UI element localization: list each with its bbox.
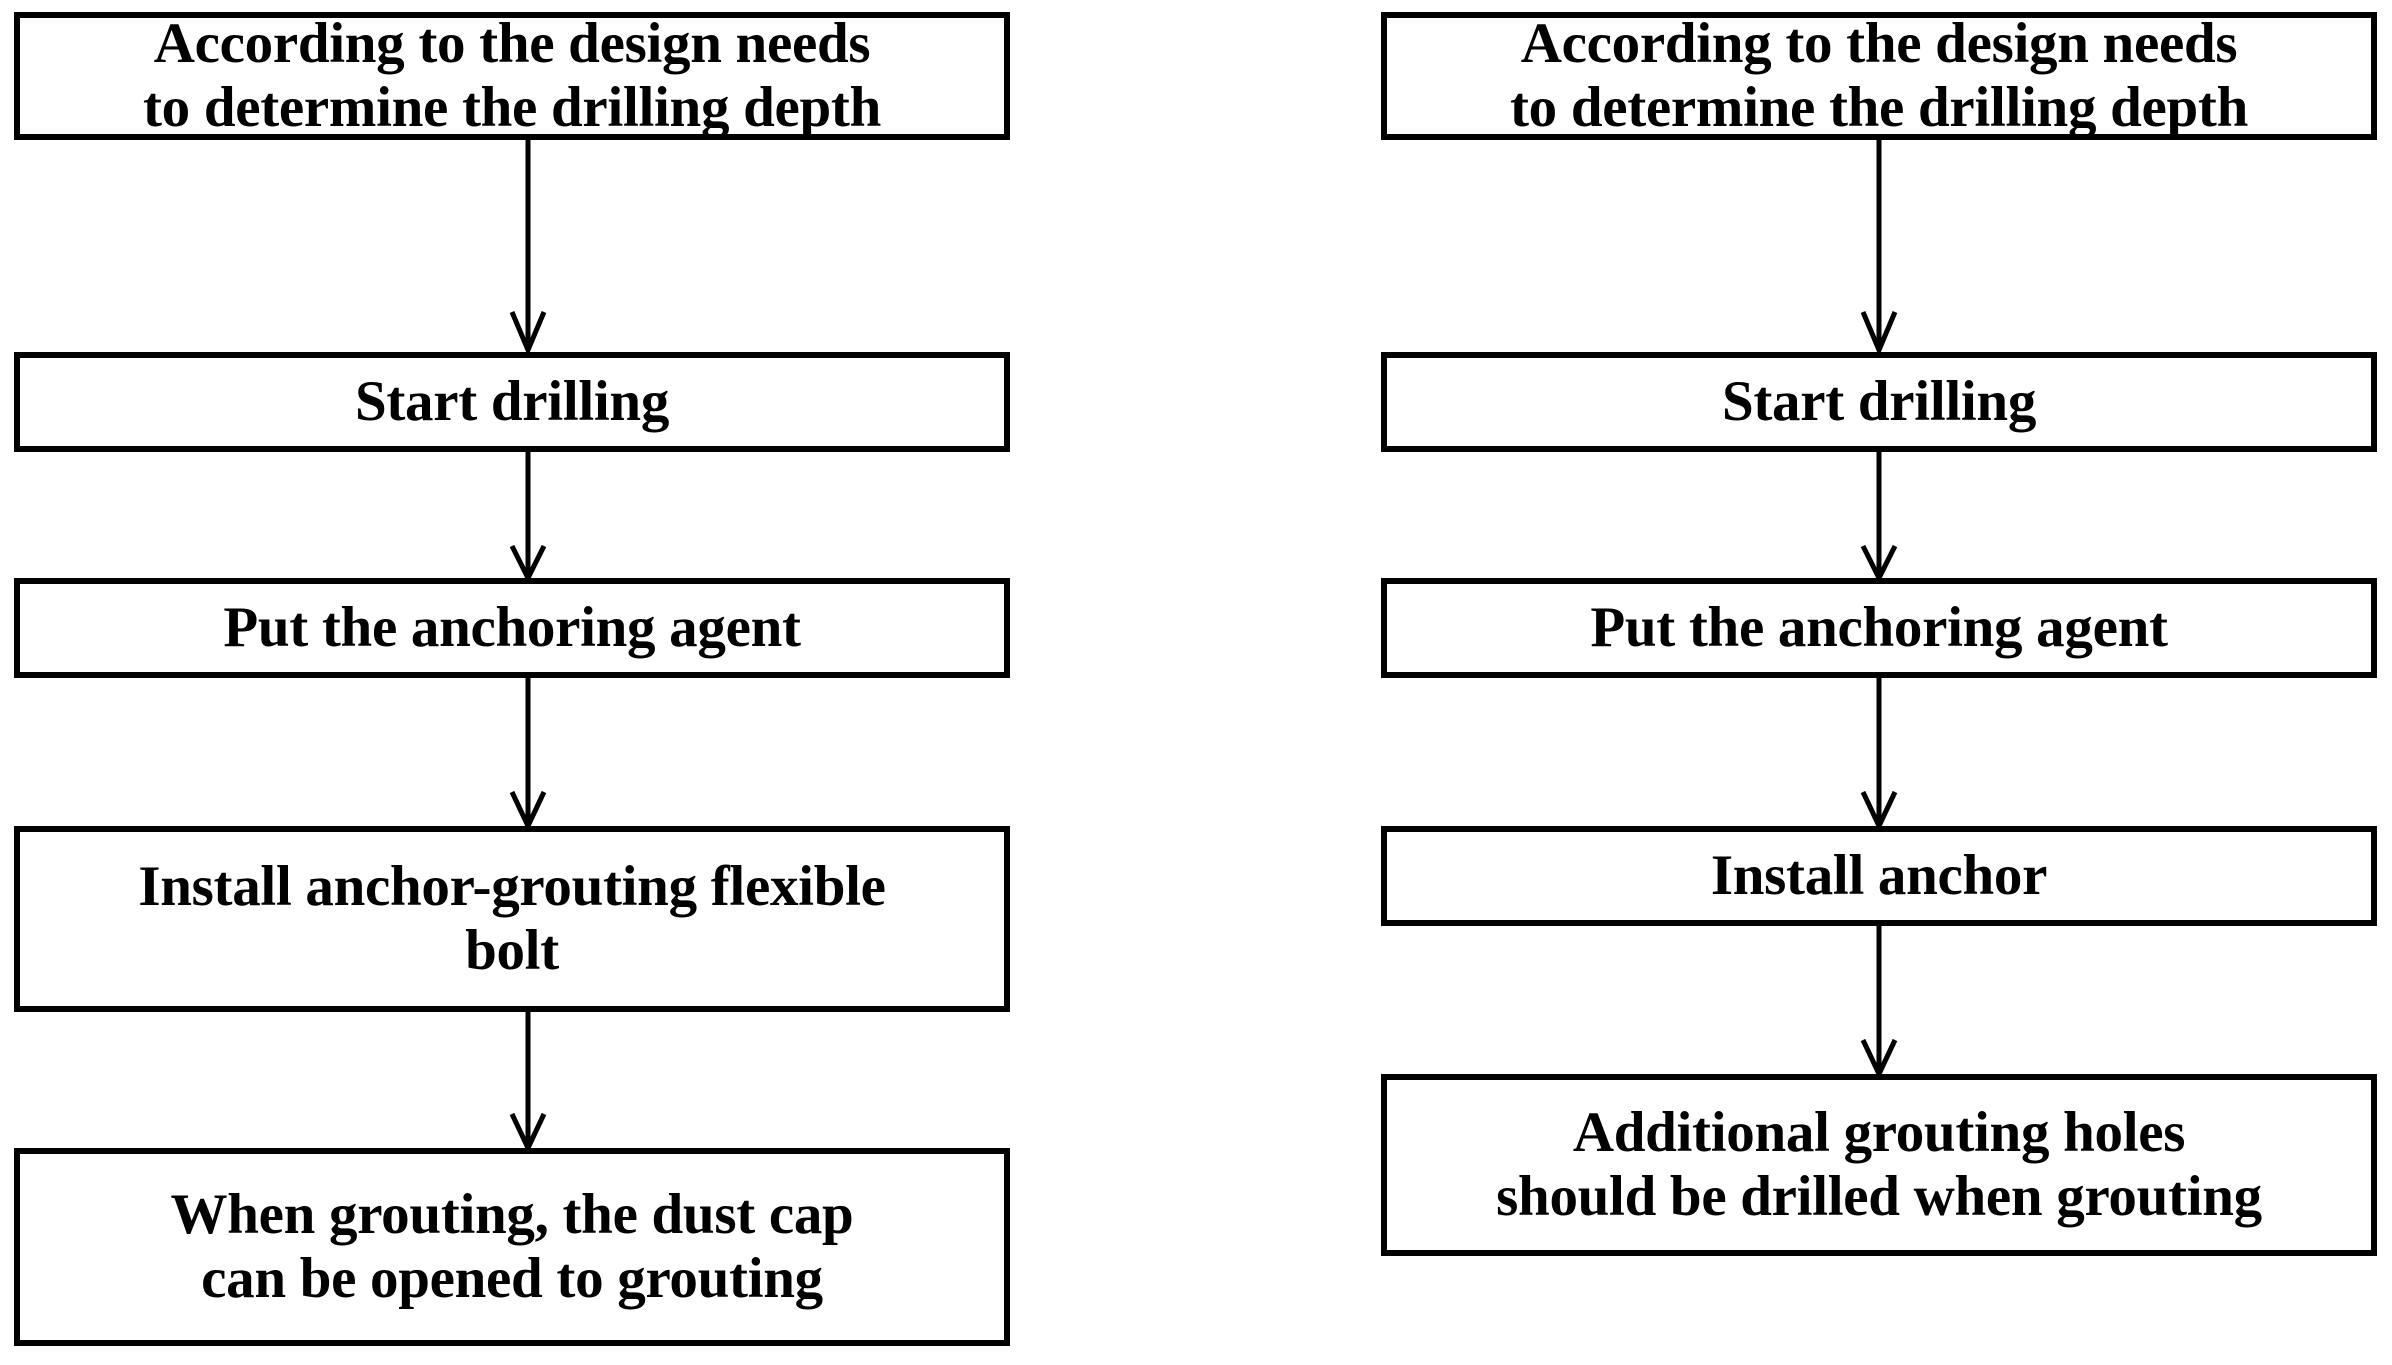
node-box-l4[interactable]: Install anchor-grouting flexible bolt xyxy=(14,826,1010,1012)
node-box-r2[interactable]: Start drilling xyxy=(1381,352,2377,452)
node-box-l3[interactable]: Put the anchoring agent xyxy=(14,578,1010,678)
node-label-r2: Start drilling xyxy=(1721,370,2037,434)
connector-l2-l3 xyxy=(505,452,551,580)
arrow-down-icon xyxy=(1860,926,1898,1076)
node-label-r5: Additional grouting holes should be dril… xyxy=(1496,1101,2262,1228)
arrow-down-icon xyxy=(1860,140,1898,352)
node-label-r1: According to the design needs to determi… xyxy=(1510,12,2248,139)
flowchart-column-left: According to the design needs to determi… xyxy=(0,0,1100,1365)
arrow-down-icon xyxy=(509,452,547,580)
node-box-l1[interactable]: According to the design needs to determi… xyxy=(14,12,1010,140)
connector-r2-r3 xyxy=(1856,452,1902,580)
node-box-l5[interactable]: When grouting, the dust cap can be opene… xyxy=(14,1148,1010,1346)
connector-l4-l5 xyxy=(505,1012,551,1150)
arrow-down-icon xyxy=(509,1012,547,1150)
node-box-r4[interactable]: Install anchor xyxy=(1381,826,2377,926)
node-label-r3: Put the anchoring agent xyxy=(1590,596,2168,660)
node-box-r1[interactable]: According to the design needs to determi… xyxy=(1381,12,2377,140)
node-label-l5: When grouting, the dust cap can be opene… xyxy=(170,1183,854,1310)
arrow-down-icon xyxy=(509,140,547,352)
node-box-l2[interactable]: Start drilling xyxy=(14,352,1010,452)
node-label-l3: Put the anchoring agent xyxy=(223,596,801,660)
connector-l3-l4 xyxy=(505,678,551,828)
arrow-down-icon xyxy=(1860,452,1898,580)
arrow-down-icon xyxy=(509,678,547,828)
connector-r1-r2 xyxy=(1856,140,1902,352)
node-box-r3[interactable]: Put the anchoring agent xyxy=(1381,578,2377,678)
connector-r4-r5 xyxy=(1856,926,1902,1076)
node-box-r5[interactable]: Additional grouting holes should be dril… xyxy=(1381,1074,2377,1256)
arrow-down-icon xyxy=(1860,678,1898,828)
node-label-l1: According to the design needs to determi… xyxy=(143,12,881,139)
node-label-l4: Install anchor-grouting flexible bolt xyxy=(138,855,886,982)
node-label-l2: Start drilling xyxy=(354,370,670,434)
node-label-r4: Install anchor xyxy=(1710,844,2048,908)
flowchart-column-right: According to the design needs to determi… xyxy=(1340,0,2392,1365)
connector-l1-l2 xyxy=(505,140,551,352)
connector-r3-r4 xyxy=(1856,678,1902,828)
